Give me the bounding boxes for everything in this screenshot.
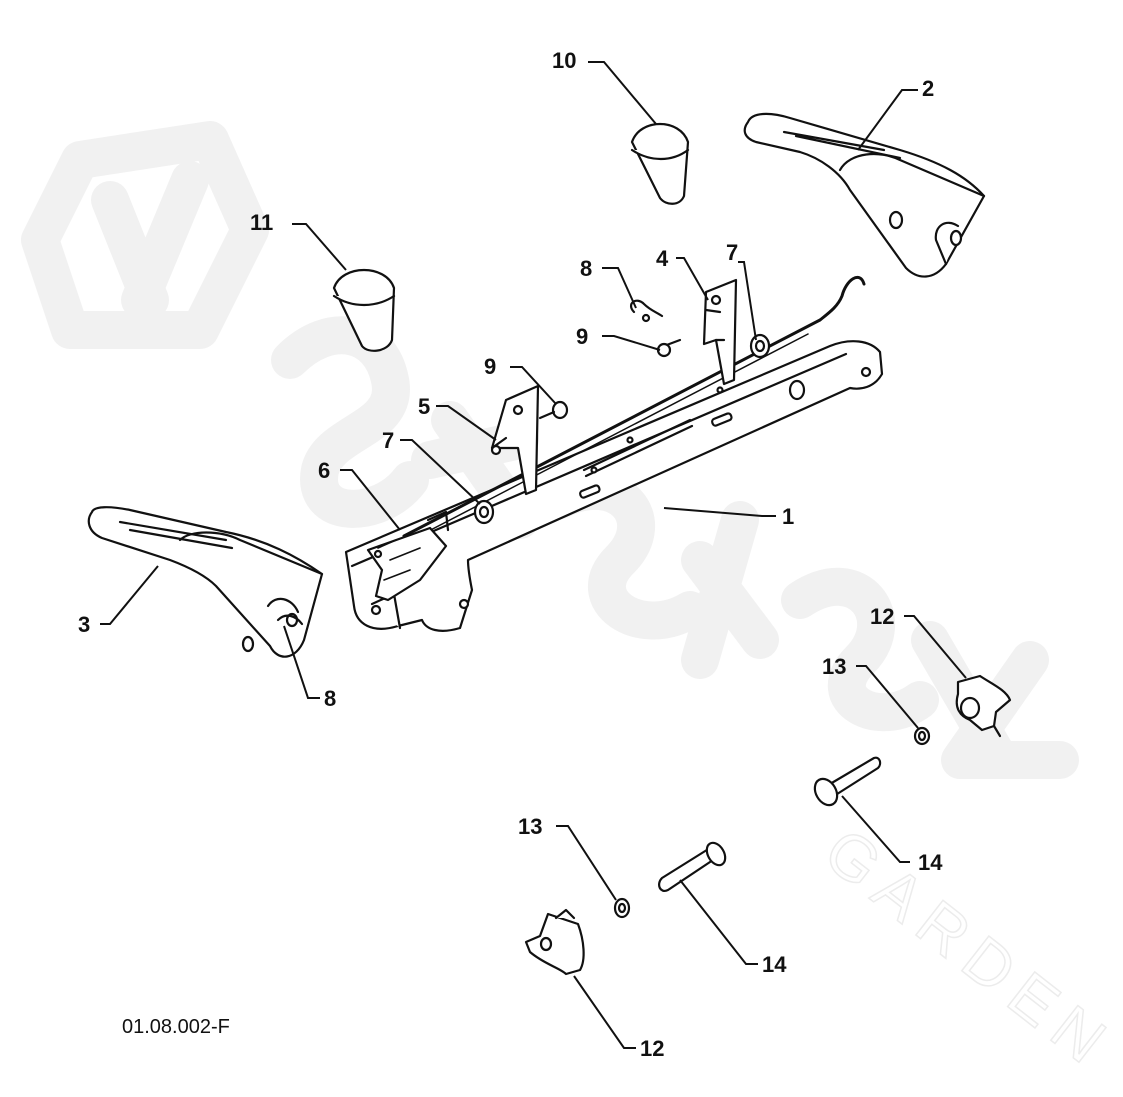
lever-housing-part-3 bbox=[87, 506, 324, 658]
callout-8-upper: 8 bbox=[580, 256, 593, 281]
screw-part-9-upper bbox=[656, 338, 682, 358]
callout-12-right: 12 bbox=[870, 604, 895, 629]
nut-part-13-right bbox=[913, 726, 931, 746]
callout-12-left: 12 bbox=[640, 1036, 665, 1061]
washer-part-7-right bbox=[749, 333, 771, 359]
callout-9-upper: 9 bbox=[576, 324, 589, 349]
drawing-code: 01.08.002-F bbox=[122, 1016, 230, 1038]
leader-lines bbox=[100, 61, 967, 1049]
callout-14-left: 14 bbox=[762, 952, 787, 977]
callout-11: 11 bbox=[250, 210, 274, 235]
callout-3: 3 bbox=[78, 612, 91, 637]
callout-5: 5 bbox=[418, 394, 431, 419]
callout-9-lower: 9 bbox=[484, 354, 497, 379]
lever-housing-part-2 bbox=[743, 112, 986, 278]
knob-part-11 bbox=[332, 268, 396, 352]
washer-part-7-left bbox=[473, 499, 495, 525]
callout-7-lower: 7 bbox=[382, 428, 395, 453]
callout-7-upper: 7 bbox=[726, 240, 739, 265]
nut-part-13-left bbox=[613, 897, 631, 919]
knob-part-10 bbox=[630, 122, 690, 205]
callout-13-right: 13 bbox=[822, 654, 847, 679]
screw-part-9-lower bbox=[538, 400, 569, 420]
watermark-garden: GARDEN bbox=[811, 814, 1123, 1084]
spring-clip-part-8-upper bbox=[629, 299, 664, 323]
callout-14-right: 14 bbox=[918, 850, 943, 875]
main-bracket-part-1 bbox=[344, 340, 884, 632]
callout-1: 1 bbox=[782, 504, 795, 529]
spring-clip-part-8-lower bbox=[276, 614, 304, 626]
rod-part bbox=[395, 275, 866, 549]
bolt-part-14-right bbox=[813, 756, 882, 807]
knob-part-12-right bbox=[955, 674, 1012, 738]
knob-part-12-left bbox=[524, 908, 585, 976]
callout-4: 4 bbox=[656, 246, 669, 271]
callout-10: 10 bbox=[552, 48, 577, 73]
bracket-part-4 bbox=[702, 278, 738, 386]
pivot-part-6 bbox=[366, 510, 450, 602]
callout-8-lower: 8 bbox=[324, 686, 337, 711]
callout-13-left: 13 bbox=[518, 814, 543, 839]
bolt-part-14-left bbox=[658, 841, 727, 892]
callout-2: 2 bbox=[922, 76, 935, 101]
callout-6: 6 bbox=[318, 458, 331, 483]
bracket-part-5 bbox=[490, 384, 540, 496]
